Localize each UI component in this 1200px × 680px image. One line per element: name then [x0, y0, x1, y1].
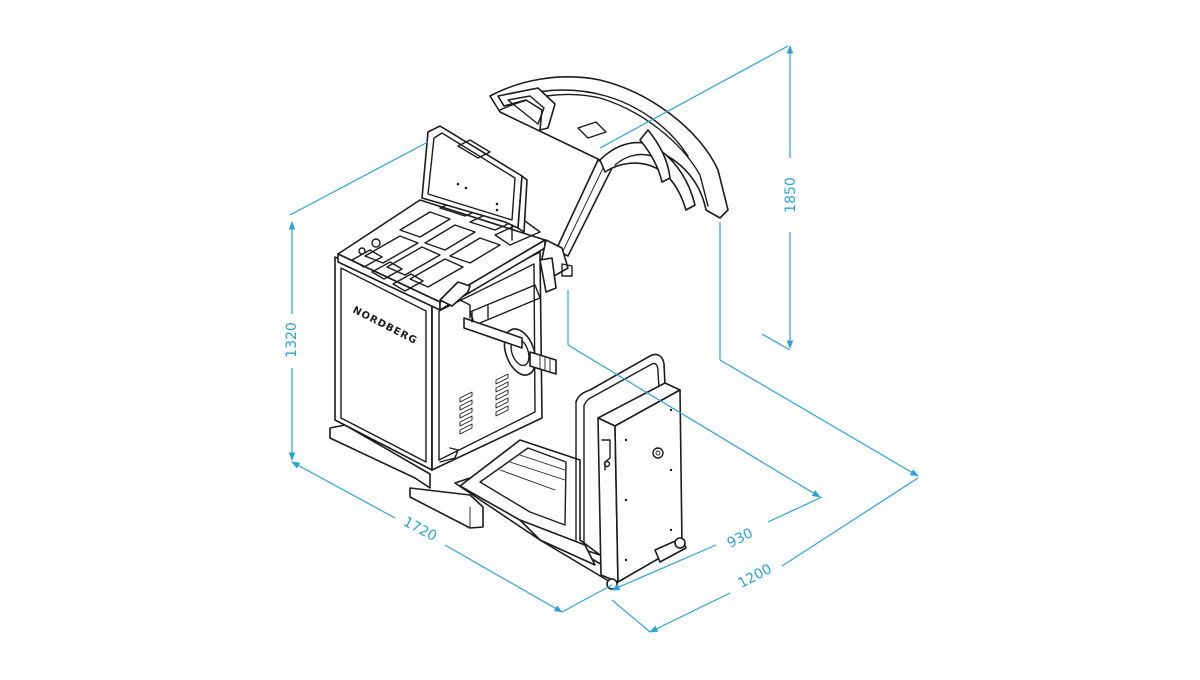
dimension-height-body: 1320: [284, 141, 429, 461]
dimension-label-1200: 1200: [736, 561, 775, 592]
lift-column: [597, 382, 687, 590]
dimension-label-1320: 1320: [284, 322, 300, 358]
vent-slots-right: [495, 373, 509, 417]
dimension-label-1720: 1720: [400, 514, 439, 545]
vent-slots-left: [459, 391, 473, 435]
main-cabinet: NORDBERG: [334, 251, 543, 471]
dimension-label-930: 930: [725, 525, 756, 551]
dimension-height-total: 1850: [599, 45, 799, 351]
display-panel: [421, 125, 528, 241]
wheel-lift-platform: [459, 439, 601, 566]
weight-tray: [337, 194, 546, 311]
spindle-assembly: [459, 284, 557, 376]
dimension-label-1850: 1850: [783, 177, 799, 213]
wheel-balancer-machine: NORDBERG: [329, 76, 729, 590]
wheel-guard-hood: [489, 76, 729, 219]
lift-handle-frame: [575, 353, 666, 546]
